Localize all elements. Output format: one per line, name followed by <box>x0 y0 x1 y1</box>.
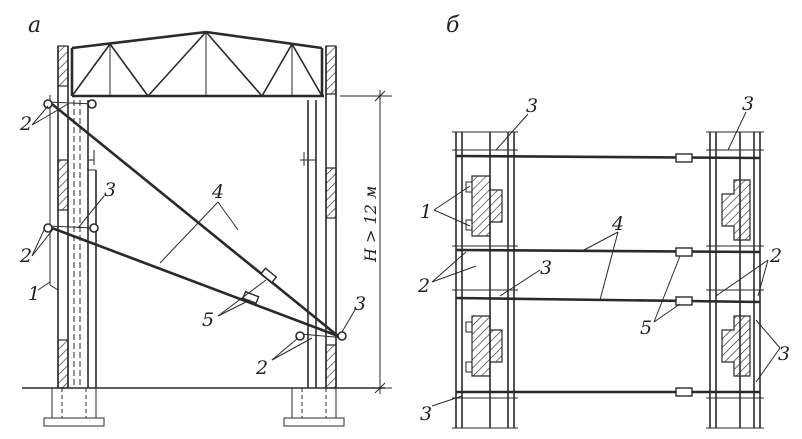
plan-ties <box>452 149 764 399</box>
label-2-mid: 2 <box>19 245 32 267</box>
node-mid-left-a <box>43 223 53 233</box>
label-5-b: 5 <box>640 317 652 339</box>
turnbuckle-upper-a <box>260 267 278 284</box>
brace-cables <box>47 101 347 339</box>
label-1-a: 1 <box>28 283 40 305</box>
label-4-b: 4 <box>611 213 624 235</box>
turnbuckle-b-4 <box>675 387 693 397</box>
label-3-top-right: 3 <box>742 93 754 115</box>
panel-a: а <box>19 13 392 427</box>
label-2-b: 2 <box>417 275 430 297</box>
panel-b-caption: б <box>446 13 460 38</box>
plan-left-columns <box>452 131 518 429</box>
plan-right-columns <box>706 131 764 429</box>
label-3-bottom-left-b: 3 <box>420 403 432 425</box>
turnbuckle-b-2 <box>675 247 693 257</box>
leader-lines-a <box>31 103 357 361</box>
turnbuckle-b-1 <box>675 153 693 163</box>
label-1-b: 1 <box>420 201 432 223</box>
node-top-left-a <box>43 99 53 109</box>
label-2-right-b: 2 <box>769 245 782 267</box>
leader-lines-b <box>431 111 781 407</box>
panel-a-caption: а <box>28 13 41 38</box>
height-dimension <box>340 90 392 394</box>
node-top-right-a <box>87 99 97 109</box>
node-mid-right-a <box>89 223 99 233</box>
label-3-right-b: 3 <box>778 343 790 365</box>
foundation-left <box>43 387 105 427</box>
foundation-right <box>283 387 345 427</box>
label-4-a: 4 <box>211 181 224 203</box>
label-2-bottom: 2 <box>255 357 268 379</box>
label-3-mid: 3 <box>104 179 116 201</box>
dimension-label: H > 12 м <box>361 186 380 263</box>
label-3-bottom: 3 <box>354 293 366 315</box>
label-3-mid-b: 3 <box>540 257 552 279</box>
left-column <box>49 45 97 389</box>
turnbuckle-b-3 <box>675 296 693 306</box>
panel-b: б <box>417 13 790 429</box>
label-5-a: 5 <box>202 309 214 331</box>
node-bottom-right-a <box>337 331 347 341</box>
label-3-top-left: 3 <box>526 95 538 117</box>
label-2-top: 2 <box>19 113 32 135</box>
roof-truss <box>70 30 324 98</box>
